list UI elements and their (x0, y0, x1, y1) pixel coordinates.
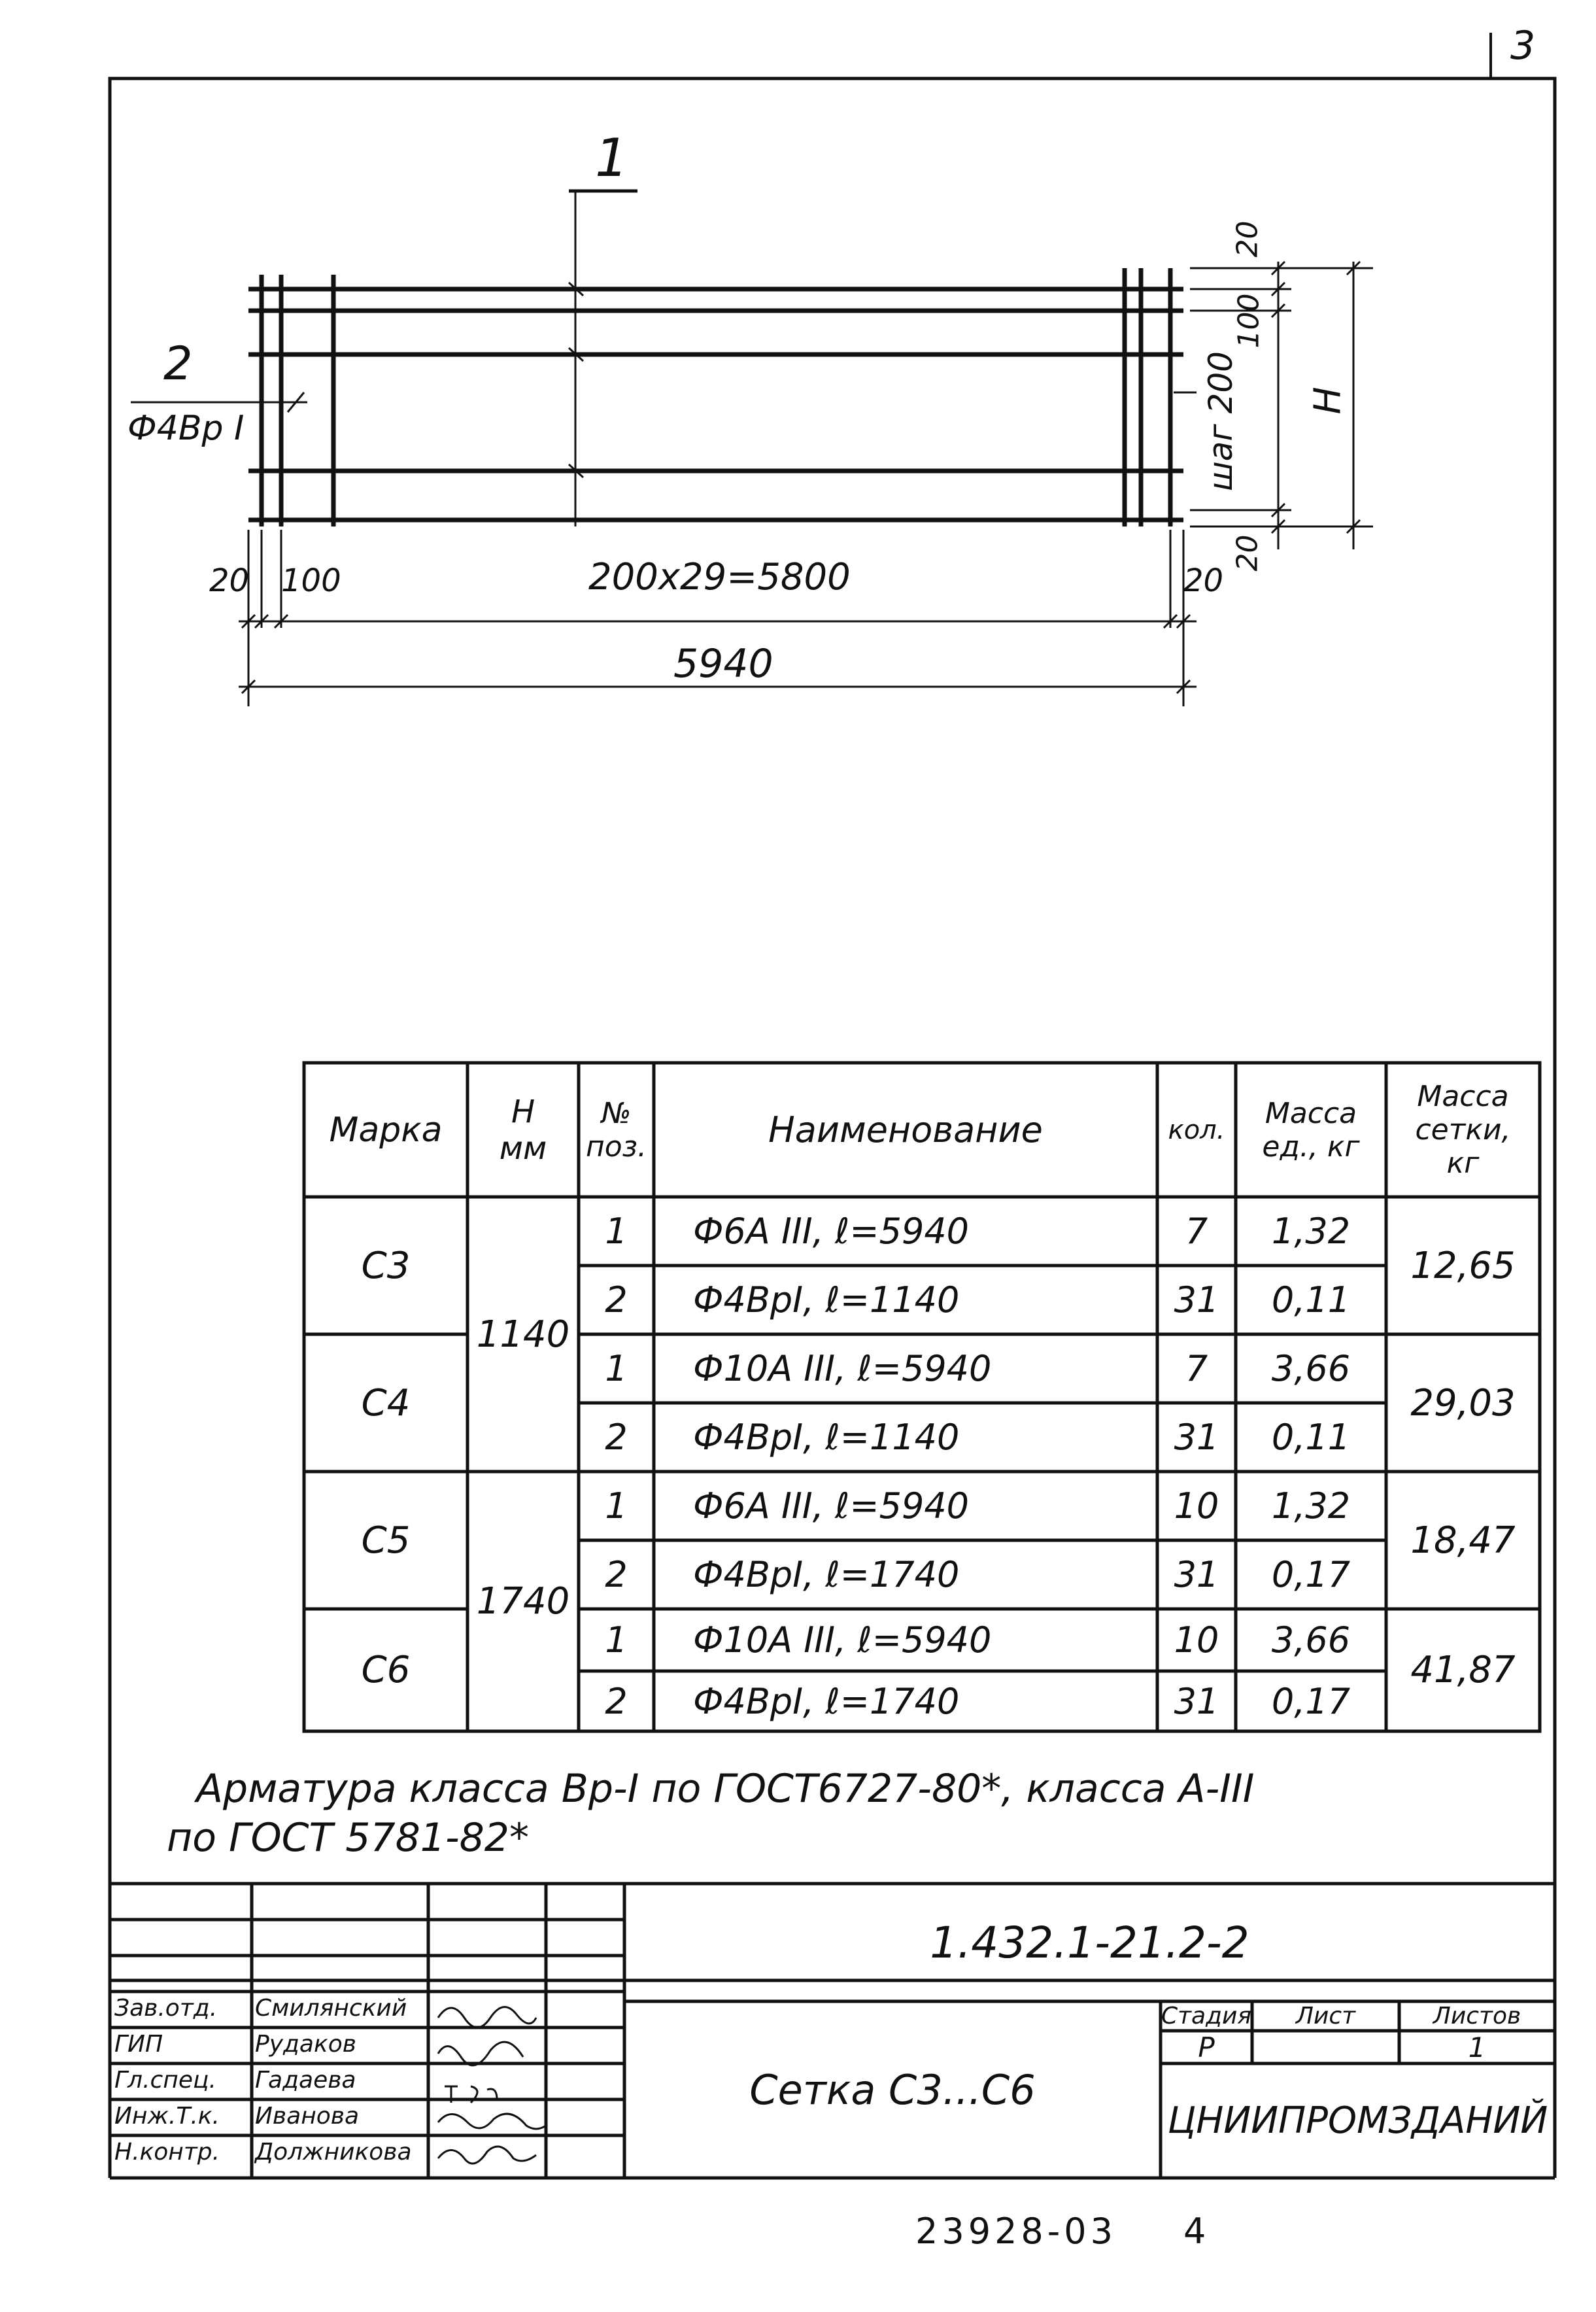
stage-label: Стадия (1161, 2003, 1252, 2029)
header-mass-unit: Масса ед., кг (1262, 1096, 1360, 1164)
row-name: Ф4ВрI, ℓ=1740 (693, 1554, 960, 1595)
position-label: 2 (163, 337, 193, 390)
row-qty: 31 (1174, 1554, 1219, 1595)
dim-h: Н (1306, 387, 1350, 415)
row-pos: 2 (605, 1279, 628, 1320)
row-name: Ф4ВрI, ℓ=1740 (693, 1680, 960, 1722)
section-mark-label: 1 (595, 128, 628, 188)
staff-role: Инж.Т.к. (114, 2103, 220, 2130)
header-mass-mesh: Масса сетки, кг (1415, 1080, 1511, 1180)
marka-c6: С6 (361, 1649, 411, 1691)
staff-role: Зав.отд. (114, 1995, 218, 2022)
header-marka: Марка (329, 1110, 443, 1150)
row-qty: 7 (1185, 1211, 1208, 1252)
dim-bottom-20: 20 (1231, 534, 1265, 572)
staff-role: ГИП (114, 2031, 163, 2058)
row-qty: 10 (1174, 1485, 1219, 1527)
mass-mesh-c6: 41,87 (1410, 1649, 1516, 1691)
row-qty: 7 (1185, 1348, 1208, 1389)
row-pos: 1 (605, 1485, 628, 1527)
row-pos: 2 (605, 1417, 628, 1458)
stage-value: Р (1198, 2031, 1215, 2063)
staff-role: Гл.спец. (114, 2067, 216, 2094)
row-mass: 0,17 (1271, 1554, 1351, 1595)
row-mass: 0,17 (1271, 1680, 1351, 1722)
mass-mesh-c5: 18,47 (1410, 1519, 1516, 1562)
row-qty: 31 (1174, 1680, 1219, 1722)
dim-left-20: 20 (209, 562, 250, 599)
dim-total: 5940 (673, 641, 773, 687)
row-pos: 2 (605, 1554, 628, 1595)
marka-c5: С5 (361, 1519, 411, 1562)
row-mass: 1,32 (1271, 1485, 1351, 1527)
mass-mesh-c4: 29,03 (1410, 1381, 1516, 1424)
row-pos: 1 (605, 1619, 628, 1661)
row-pos: 1 (605, 1211, 628, 1252)
dim-top-20: 20 (1231, 220, 1265, 258)
row-qty: 31 (1174, 1417, 1219, 1458)
row-mass: 1,32 (1271, 1211, 1351, 1252)
dim-left-100: 100 (281, 562, 341, 599)
drawing-code: 1.432.1-21.2-2 (930, 1917, 1249, 1968)
row-name: Ф6А III, ℓ=5940 (693, 1485, 970, 1527)
staff-name: Смилянский (255, 1995, 407, 2022)
row-name: Ф4ВрI, ℓ=1140 (693, 1279, 960, 1320)
marka-c4: С4 (361, 1381, 411, 1424)
staff-name: Должникова (255, 2139, 412, 2165)
h-1140: 1140 (476, 1313, 570, 1356)
staff-name: Гадаева (255, 2067, 356, 2094)
h-1740: 1740 (476, 1580, 570, 1623)
dim-right-20: 20 (1183, 562, 1224, 599)
row-mass: 3,66 (1271, 1348, 1351, 1389)
row-name: Ф10А III, ℓ=5940 (693, 1348, 992, 1389)
bar-label: Ф4Вр I (127, 409, 245, 448)
dim-middle: 200х29=5800 (588, 556, 851, 598)
staff-name: Рудаков (255, 2031, 356, 2058)
row-mass: 0,11 (1271, 1279, 1351, 1320)
row-name: Ф6А III, ℓ=5940 (693, 1211, 970, 1252)
row-qty: 10 (1174, 1619, 1219, 1661)
dim-step: шаг 200 (1202, 351, 1240, 491)
page-number: 4 (1183, 2211, 1206, 2252)
dim-100: 100 (1232, 293, 1266, 349)
row-pos: 2 (605, 1680, 628, 1722)
row-name: Ф10А III, ℓ=5940 (693, 1619, 992, 1661)
header-name: Наименование (768, 1109, 1043, 1150)
header-pos: № поз. (585, 1096, 647, 1164)
note-line-2: по ГОСТ 5781-82* (167, 1815, 529, 1861)
row-mass: 0,11 (1271, 1417, 1351, 1458)
sheet-label: Лист (1295, 2003, 1356, 2029)
header-qty: кол. (1168, 1114, 1225, 1145)
row-qty: 31 (1174, 1279, 1219, 1320)
note-line-1: Арматура класса Вр-I по ГОСТ6727-80*, кл… (196, 1766, 1255, 1812)
marka-c3: С3 (361, 1244, 411, 1287)
organization: ЦНИИПРОМЗДАНИЙ (1167, 2099, 1548, 2142)
staff-name: Иванова (255, 2103, 360, 2130)
staff-role: Н.контр. (114, 2139, 220, 2165)
sheets-label: Листов (1433, 2003, 1521, 2029)
sheets-value: 1 (1468, 2031, 1486, 2063)
row-name: Ф4ВрI, ℓ=1140 (693, 1417, 960, 1458)
row-mass: 3,66 (1271, 1619, 1351, 1661)
mass-mesh-c3: 12,65 (1410, 1244, 1516, 1287)
inventory-number: 23928-03 (915, 2211, 1117, 2252)
row-pos: 1 (605, 1348, 628, 1389)
header-h: Н мм (499, 1093, 547, 1167)
drawing-title: Сетка С3...С6 (749, 2065, 1036, 2114)
sheet-number: 3 (1510, 23, 1536, 69)
